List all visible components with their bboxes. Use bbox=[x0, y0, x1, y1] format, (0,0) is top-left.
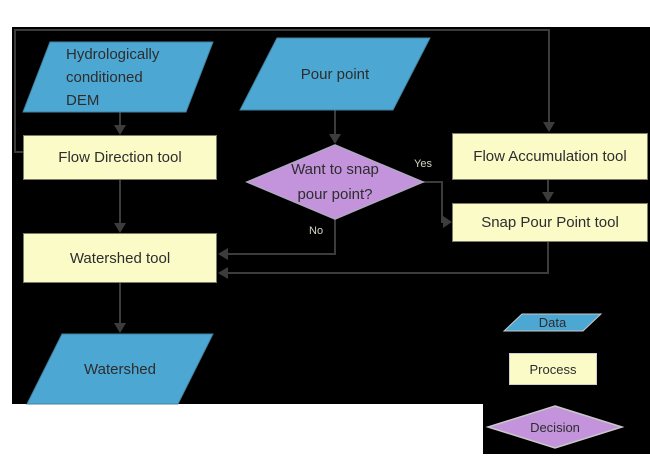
legend-process-node: Process bbox=[509, 353, 597, 385]
pour-point-label: Pour point bbox=[300, 65, 370, 83]
arrowhead-down-icon bbox=[114, 223, 126, 233]
pour-point-parallelogram bbox=[239, 37, 431, 111]
dem-parallelogram bbox=[22, 41, 214, 113]
arrowhead-down-icon bbox=[542, 192, 554, 202]
flow-direction-tool-node: Flow Direction tool bbox=[23, 135, 217, 180]
edge-flowdirection-to-flowaccumulation bbox=[14, 29, 550, 153]
watershed-label: Watershed bbox=[84, 360, 156, 378]
arrowhead-down-icon bbox=[543, 122, 555, 132]
arrow-heads bbox=[114, 122, 555, 333]
dem-label: Hydrologically conditioned DEM bbox=[66, 45, 160, 109]
watershed-tool-node: Watershed tool bbox=[23, 233, 217, 283]
edge-decision-yes-to-snappourpoint bbox=[423, 181, 444, 223]
no-edge-label: No bbox=[309, 225, 324, 237]
legend-process-label: Process bbox=[529, 361, 577, 377]
edge-decision-no-to-watershedtool bbox=[228, 219, 336, 255]
watershed-tool-label: Watershed tool bbox=[69, 249, 171, 267]
flow-accumulation-tool-node: Flow Accumulation tool bbox=[452, 133, 648, 180]
arrowhead-down-icon bbox=[114, 323, 126, 333]
legend-decision-label: Decision bbox=[530, 419, 580, 435]
arrowhead-right-icon bbox=[443, 216, 452, 228]
yes-edge-label: Yes bbox=[414, 158, 432, 170]
arrowhead-down-icon bbox=[114, 125, 126, 135]
arrowhead-left-icon bbox=[218, 248, 228, 260]
edge-snappourpoint-to-watershedtool bbox=[228, 242, 549, 274]
legend-data-label: Data bbox=[538, 315, 567, 330]
flow-accumulation-tool-label: Flow Accumulation tool bbox=[473, 148, 627, 165]
snap-pour-point-tool-label: Snap Pour Point tool bbox=[481, 214, 619, 231]
decision-diamond bbox=[245, 144, 425, 220]
legend-data-parallelogram bbox=[502, 313, 603, 332]
snap-pour-point-tool-node: Snap Pour Point tool bbox=[452, 203, 648, 242]
flow-direction-tool-label: Flow Direction tool bbox=[58, 149, 182, 166]
decision-label: Want to snap pour point? bbox=[291, 161, 379, 203]
connector-lines bbox=[14, 29, 550, 324]
arrowhead-left-icon bbox=[218, 267, 228, 279]
watershed-parallelogram bbox=[26, 333, 214, 405]
legend-decision-diamond bbox=[485, 405, 625, 449]
arrowhead-down-icon bbox=[329, 134, 341, 144]
